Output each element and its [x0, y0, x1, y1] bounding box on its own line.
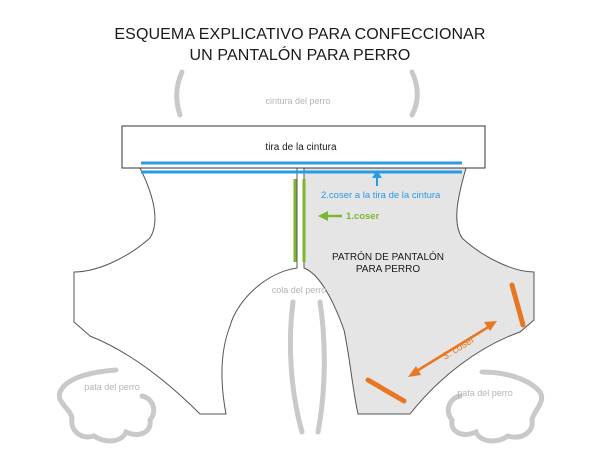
leg-seam-line-bottom	[365, 377, 407, 404]
label-waistband: tira de la cintura	[265, 142, 337, 153]
dog-tail-outline	[287, 299, 327, 435]
orange-double-arrow	[408, 321, 497, 377]
pattern-piece-right	[303, 167, 535, 415]
dog-silhouette	[56, 69, 545, 444]
dog-right-leg-outline	[445, 369, 545, 444]
waistband-strip	[121, 125, 486, 169]
diagram-title-line-1: ESQUEMA EXPLICATIVO PARA CONFECCIONAR	[114, 26, 486, 43]
label-sew-1: 1.coser	[346, 211, 380, 222]
label-leg-right: pata del perro	[457, 388, 513, 398]
label-leg-left: pata del perro	[84, 382, 140, 392]
label-pattern-line-2: PARA PERRO	[356, 264, 420, 275]
label-waist: cintura del perro	[265, 96, 330, 106]
dog-left-leg-outline	[56, 367, 157, 444]
label-tail: cola del perro	[272, 285, 327, 295]
diagram-title-line-2: UN PANTALÓN PARA PERRO	[189, 47, 411, 64]
label-pattern-line-1: PATRÓN DE PANTALÓN	[332, 250, 444, 263]
blue-arrow-up	[372, 170, 382, 186]
pattern-piece-left	[73, 167, 298, 415]
label-sew-waistband: 2.coser a la tira de la cintura	[321, 190, 441, 201]
dog-body-left-outline	[174, 69, 185, 118]
green-arrow-left	[318, 211, 342, 221]
leg-seam-line-right	[509, 282, 526, 328]
dog-body-right-outline	[409, 69, 420, 118]
